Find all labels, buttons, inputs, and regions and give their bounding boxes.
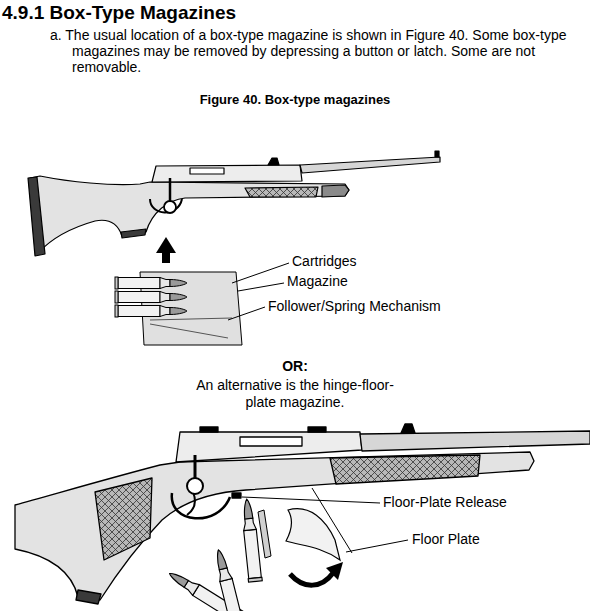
forend-checkering — [245, 187, 318, 197]
grip-checkering — [95, 478, 152, 560]
section-heading: 4.9.1 Box-Type Magazines — [2, 1, 236, 24]
floor-plate — [286, 509, 340, 560]
insert-arrow — [156, 237, 176, 263]
leader-line — [242, 497, 380, 503]
rifle-stock — [30, 176, 349, 253]
rear-sight — [401, 424, 415, 433]
cartridge — [115, 305, 187, 317]
grip-cap — [76, 590, 101, 604]
leader-line — [228, 307, 265, 320]
trigger — [187, 492, 195, 515]
cartridge — [212, 548, 245, 611]
note-text: An alternative is the hinge-floor-plate … — [185, 377, 405, 411]
part-label: Magazine — [287, 273, 348, 290]
ejection-port — [190, 168, 224, 174]
ejection-port — [240, 437, 302, 446]
follower-spring — [150, 318, 232, 338]
leader-line — [232, 263, 289, 283]
bolt-knob — [187, 478, 203, 494]
floor-plate-release — [232, 493, 241, 498]
butt-pad — [28, 177, 45, 256]
figure-caption: Figure 40. Box-type magazines — [0, 92, 590, 108]
bolt-knob — [164, 201, 176, 213]
part-label: Cartridges — [292, 253, 357, 270]
swing-arrow — [290, 573, 333, 585]
scope-base — [200, 427, 218, 432]
leader-line — [346, 540, 408, 552]
swing-arrowhead — [326, 562, 343, 580]
part-label: Follower/Spring Mechanism — [268, 298, 441, 315]
magazine-cartridges — [115, 277, 187, 317]
alternative-marker: OR: — [0, 358, 590, 375]
bottom-rifle — [15, 424, 590, 604]
receiver — [152, 165, 302, 182]
receiver — [176, 432, 362, 462]
rear-sight — [268, 158, 279, 165]
part-label: Floor Plate — [412, 531, 480, 548]
loose-cartridges — [166, 498, 262, 611]
box-magazine — [115, 263, 289, 345]
follower-strip — [258, 510, 271, 558]
rifle-stock — [15, 452, 534, 600]
scope-base — [308, 427, 326, 432]
leader-line — [238, 283, 284, 291]
forend-tip — [322, 185, 349, 197]
front-sight — [435, 151, 439, 157]
cartridge — [240, 498, 262, 582]
bolt-handle — [194, 455, 197, 478]
trigger-guard — [150, 199, 182, 213]
grip-cap — [121, 229, 146, 238]
trigger-guard — [172, 493, 230, 518]
forend-checkering — [330, 455, 480, 484]
part-label: Floor-Plate Release — [383, 494, 507, 511]
barrel — [360, 431, 590, 451]
cartridge — [115, 291, 187, 303]
top-rifle — [28, 151, 440, 256]
bolt-handle — [169, 178, 172, 201]
body-paragraph: a. The usual location of a box-type maga… — [50, 27, 587, 75]
barrel — [300, 157, 440, 173]
cartridge — [115, 277, 187, 289]
